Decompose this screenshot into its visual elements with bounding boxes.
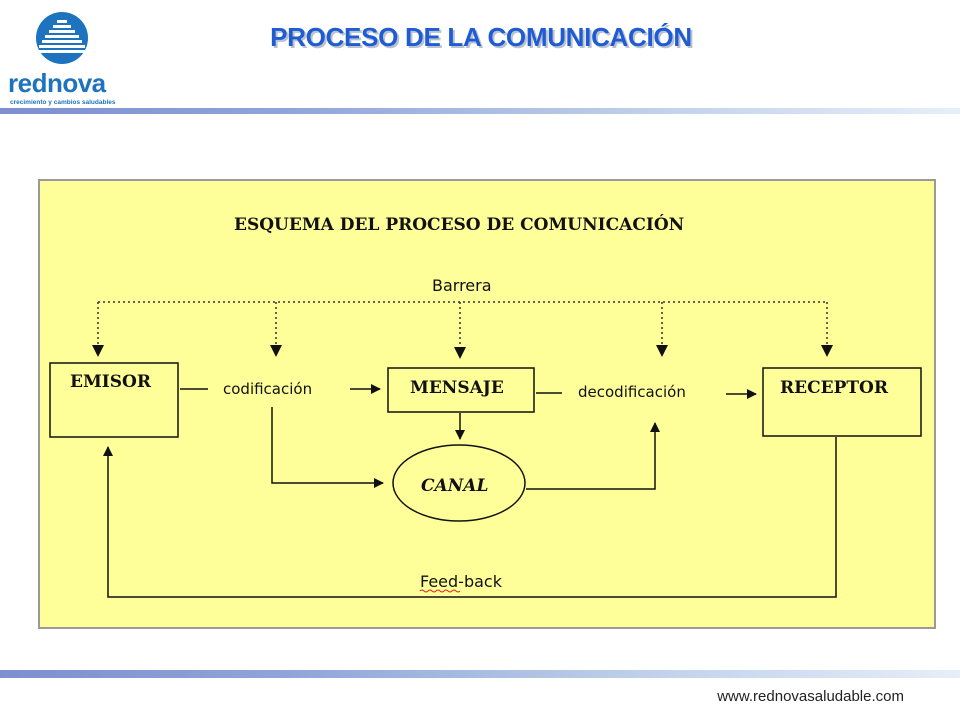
codificacion-label: codificación — [223, 380, 312, 398]
brand-logo: rednova crecimiento y cambios saludables — [8, 10, 120, 106]
brand-tagline: crecimiento y cambios saludables — [10, 99, 116, 106]
canal-ellipse — [392, 444, 526, 522]
communication-diagram: ESQUEMA DEL PROCESO DE COMUNICACIÓN Barr… — [49, 214, 922, 598]
decodificacion-label: decodificación — [578, 383, 686, 401]
page-title: PROCESO DE LA COMUNICACIÓN — [270, 22, 692, 52]
brand-name: rednova — [8, 68, 106, 98]
mensaje-box — [387, 367, 535, 413]
feedback-label: Feed-back — [420, 572, 503, 591]
canal-label: CANAL — [421, 476, 488, 496]
spellcheck-underline — [419, 589, 461, 593]
codificacion-to-canal-line — [271, 436, 384, 488]
mensaje-label: MENSAJE — [410, 378, 504, 398]
header-divider — [0, 108, 960, 114]
emisor-label: EMISOR — [70, 372, 152, 392]
feedback-loop-line — [103, 437, 837, 598]
canal-to-decodificacion-line — [526, 422, 660, 490]
diagram-heading: ESQUEMA DEL PROCESO DE COMUNICACIÓN — [234, 214, 684, 235]
receptor-label: RECEPTOR — [780, 378, 889, 398]
stepped-pyramid-icon — [36, 12, 88, 64]
diagram-panel: ESQUEMA DEL PROCESO DE COMUNICACIÓN Barr… — [38, 179, 936, 629]
footer-url: www.rednovasaludable.com — [717, 688, 904, 705]
barrier-label: Barrera — [432, 276, 492, 295]
receptor-box — [762, 367, 922, 437]
barrier-line — [97, 301, 828, 349]
barrier-arrowheads — [92, 345, 833, 359]
footer-divider — [0, 670, 960, 678]
emisor-box — [49, 362, 179, 438]
